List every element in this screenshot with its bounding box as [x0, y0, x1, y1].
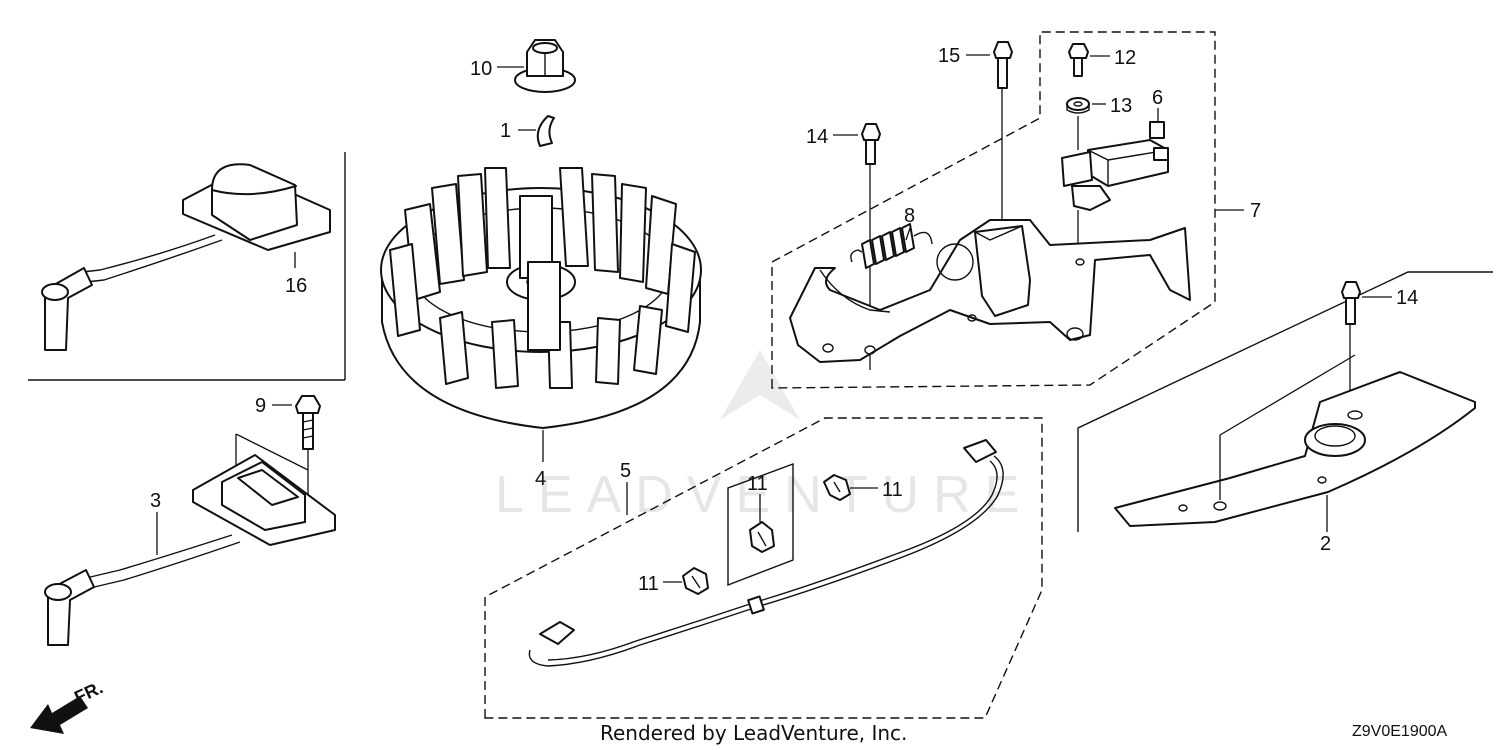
clip-part-11b	[749, 521, 775, 553]
callout-13: 13	[1110, 95, 1132, 117]
clip-part-11c	[682, 567, 709, 595]
diagram-code: Z9V0E1900A	[1352, 723, 1448, 740]
callout-15: 15	[938, 45, 960, 67]
screw-part-12	[1068, 43, 1089, 77]
washer-part-13	[1066, 97, 1090, 150]
callout-8: 8	[904, 205, 915, 227]
plate-part	[1114, 354, 1476, 527]
callout-11-left: 11	[638, 573, 659, 595]
bracket-group-frame	[771, 31, 1216, 389]
stop-switch-part	[1061, 121, 1169, 262]
callout-3: 3	[150, 490, 161, 512]
callout-4: 4	[535, 468, 546, 490]
watermark-logo-icon	[720, 350, 800, 420]
callout-9: 9	[255, 395, 266, 417]
bolt-part-15	[993, 41, 1013, 240]
key-part	[536, 115, 555, 147]
callout-6: 6	[1152, 87, 1163, 109]
callout-11-right: 11	[882, 479, 903, 501]
bolt-part-9	[235, 395, 321, 510]
footer-credit: Rendered by LeadVenture, Inc.	[600, 721, 907, 745]
spring-part	[850, 223, 933, 269]
watermark: LEADVENTURE	[495, 350, 1033, 524]
ignition-coil-part-16	[41, 163, 331, 351]
clip-part-11a	[823, 474, 851, 501]
callout-14-right: 14	[1396, 287, 1418, 309]
callout-7: 7	[1250, 200, 1261, 222]
callout-1: 1	[500, 120, 511, 142]
section-frames	[28, 31, 1493, 719]
arrow-icon	[30, 696, 88, 734]
wire-harness-part	[528, 439, 1004, 667]
flange-nut-part	[514, 39, 576, 93]
callout-16: 16	[285, 275, 307, 297]
wire-group-frame	[484, 417, 1043, 719]
watermark-text: LEADVENTURE	[495, 466, 1033, 524]
flywheel-part	[380, 167, 702, 429]
callout-14-upper: 14	[806, 126, 828, 148]
callout-5: 5	[620, 460, 631, 482]
callout-labels: 10 1 4 16 9 3 5 15 12 13 6 14 8 7 14 2 1…	[150, 45, 1418, 595]
callout-2: 2	[1320, 533, 1331, 555]
ignition-coil-part-3	[44, 454, 336, 646]
callout-11-top: 11	[747, 473, 768, 495]
callout-12: 12	[1114, 47, 1136, 69]
front-direction-indicator: FR.	[30, 677, 106, 734]
control-bracket-part	[789, 219, 1191, 363]
leader-lines	[156, 54, 1392, 583]
callout-10: 10	[470, 58, 492, 80]
